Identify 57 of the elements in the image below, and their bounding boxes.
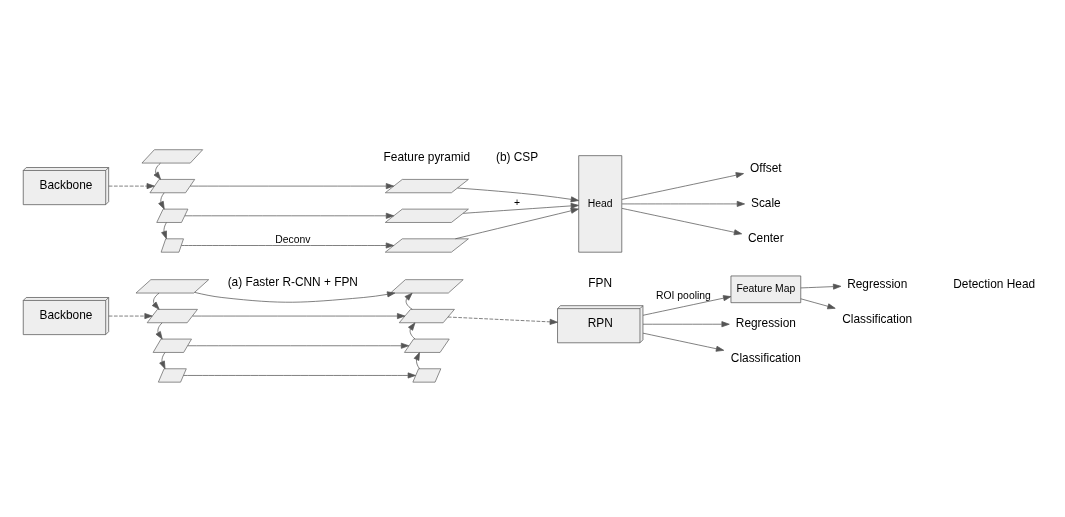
node-parallelogram — [149, 179, 196, 194]
node-parallelogram — [141, 149, 204, 164]
node-box: Head — [578, 155, 623, 253]
node-box: Feature Map — [730, 275, 802, 304]
edge-label: Deconv — [275, 233, 311, 245]
arrow — [800, 298, 836, 310]
label: FPN — [588, 275, 613, 290]
arrow — [642, 332, 725, 352]
arrow — [800, 283, 842, 290]
label: (b) CSP — [495, 150, 539, 165]
arrow — [159, 352, 166, 370]
arrow — [158, 192, 165, 210]
node-text: Scale — [750, 195, 781, 210]
arrow — [153, 162, 161, 180]
node-text: Classification — [842, 311, 913, 326]
arrow — [181, 242, 394, 249]
node-parallelogram — [404, 338, 450, 353]
node-text: Offset — [750, 160, 782, 175]
label: Detection Head — [953, 276, 1036, 291]
arrow — [189, 183, 395, 190]
arrow — [183, 372, 416, 379]
arrow — [621, 208, 743, 236]
arrow — [455, 207, 579, 240]
arrow — [447, 316, 558, 325]
node-text: Regression — [847, 276, 908, 291]
node-text: Regression — [735, 316, 796, 331]
arrow — [621, 172, 744, 200]
arrow — [621, 200, 745, 207]
node-parallelogram — [158, 368, 187, 383]
arrow — [151, 292, 160, 310]
label: (a) Faster R-CNN + FPN — [227, 275, 358, 290]
arrow — [192, 313, 406, 319]
arrow — [462, 202, 579, 214]
arrow — [108, 313, 153, 319]
node-parallelogram — [390, 279, 464, 294]
edge-label: + — [514, 196, 521, 208]
node-text: Classification — [730, 350, 801, 365]
arrow — [155, 322, 163, 340]
node-text: Center — [748, 230, 784, 245]
label: Feature pyramid — [383, 149, 471, 164]
edge-label: ROI pooling — [656, 290, 711, 302]
arrow — [108, 183, 155, 190]
arrow — [161, 222, 167, 240]
node-parallelogram — [412, 368, 442, 383]
node-parallelogram — [135, 279, 210, 294]
arrow — [642, 295, 732, 316]
arrow — [408, 322, 416, 340]
arrow — [642, 321, 730, 328]
arrow — [413, 352, 420, 370]
node-parallelogram — [156, 208, 189, 223]
arrow — [457, 187, 579, 203]
arrow — [187, 342, 410, 349]
arrow — [184, 212, 395, 219]
arrow — [404, 292, 413, 310]
node-parallelogram — [152, 338, 192, 353]
node-parallelogram — [160, 238, 184, 253]
arrow — [194, 291, 396, 303]
